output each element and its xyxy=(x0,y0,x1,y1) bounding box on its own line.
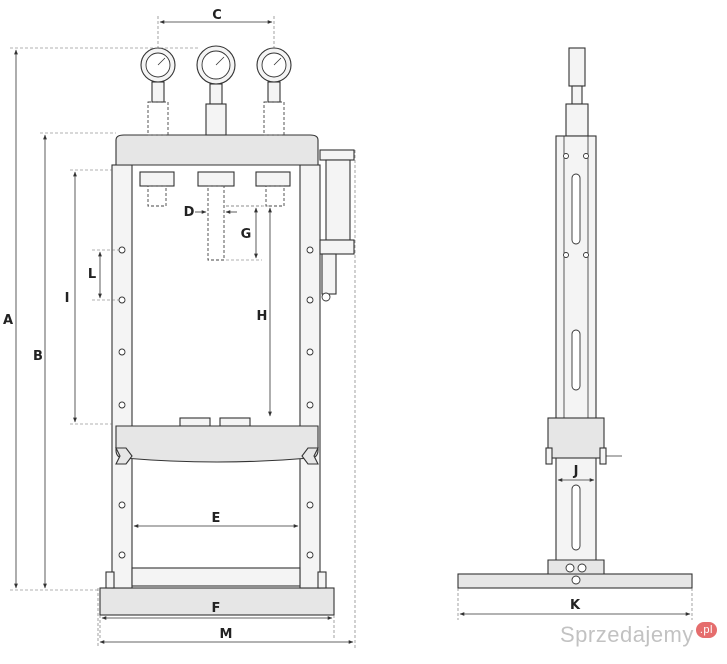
dimension-label-c: C xyxy=(212,8,222,23)
dimension-label-g: G xyxy=(241,227,252,242)
dimension-lines-front xyxy=(10,16,356,648)
right-column xyxy=(299,164,321,589)
dimension-label-a: A xyxy=(3,313,13,328)
dimension-label-l: L xyxy=(88,267,96,282)
dimension-label-f: F xyxy=(212,601,221,616)
top-crossbeam xyxy=(115,134,319,166)
dimension-label-i: I xyxy=(65,291,70,306)
side-view: J K xyxy=(457,47,693,620)
watermark-logo: Sprzedajemy.pl xyxy=(560,622,717,648)
working-table xyxy=(115,425,319,463)
dimension-label-b: B xyxy=(33,349,43,364)
front-view: C A B I L D G H E F M xyxy=(3,8,356,648)
dimension-label-k: K xyxy=(570,598,581,613)
watermark-badge: .pl xyxy=(695,622,717,638)
watermark-text: Sprzedajemy xyxy=(559,622,694,647)
pressure-gauges xyxy=(140,45,292,85)
dimension-label-d: D xyxy=(184,205,195,220)
base-plate xyxy=(99,587,335,616)
ram xyxy=(207,185,225,261)
dimension-label-j: J xyxy=(573,464,579,479)
left-column xyxy=(111,164,133,589)
dimension-label-h: H xyxy=(257,309,268,324)
column-holes xyxy=(118,246,314,559)
hand-pump-assembly xyxy=(319,149,355,302)
dimension-label-e: E xyxy=(212,511,221,526)
dimension-label-m: M xyxy=(220,627,233,642)
